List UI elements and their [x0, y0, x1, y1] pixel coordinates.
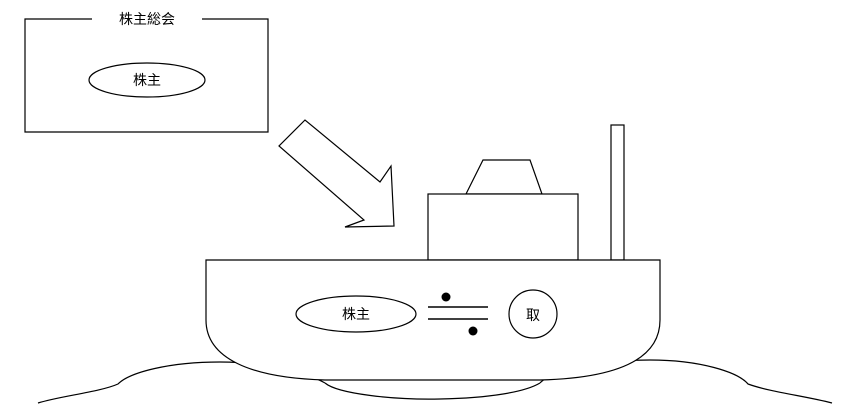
nearly-equal-dot-top [441, 292, 451, 302]
shareholder-label-hull: 株主 [342, 307, 370, 323]
ship-hull [205, 259, 661, 381]
shareholder-ellipse-hull [295, 295, 417, 333]
ship-mast [610, 124, 625, 261]
down-right-arrow [278, 119, 395, 228]
wave-middle [324, 382, 541, 400]
ship: 株主 取 [205, 124, 661, 381]
ship-bridge-top [465, 159, 543, 195]
shareholders-meeting-box: 株主総会 株主 [24, 12, 269, 133]
director-circle [508, 289, 558, 339]
nearly-equal-symbol [428, 292, 488, 336]
shareholder-label-top: 株主 [133, 73, 161, 89]
nearly-equal-dot-bottom [468, 326, 478, 336]
director-label: 取 [526, 308, 540, 324]
shareholder-ellipse-top [88, 62, 206, 98]
ship-cabin [427, 193, 579, 261]
meeting-box-frame [24, 18, 269, 133]
meeting-box-title: 株主総会 [119, 12, 175, 28]
